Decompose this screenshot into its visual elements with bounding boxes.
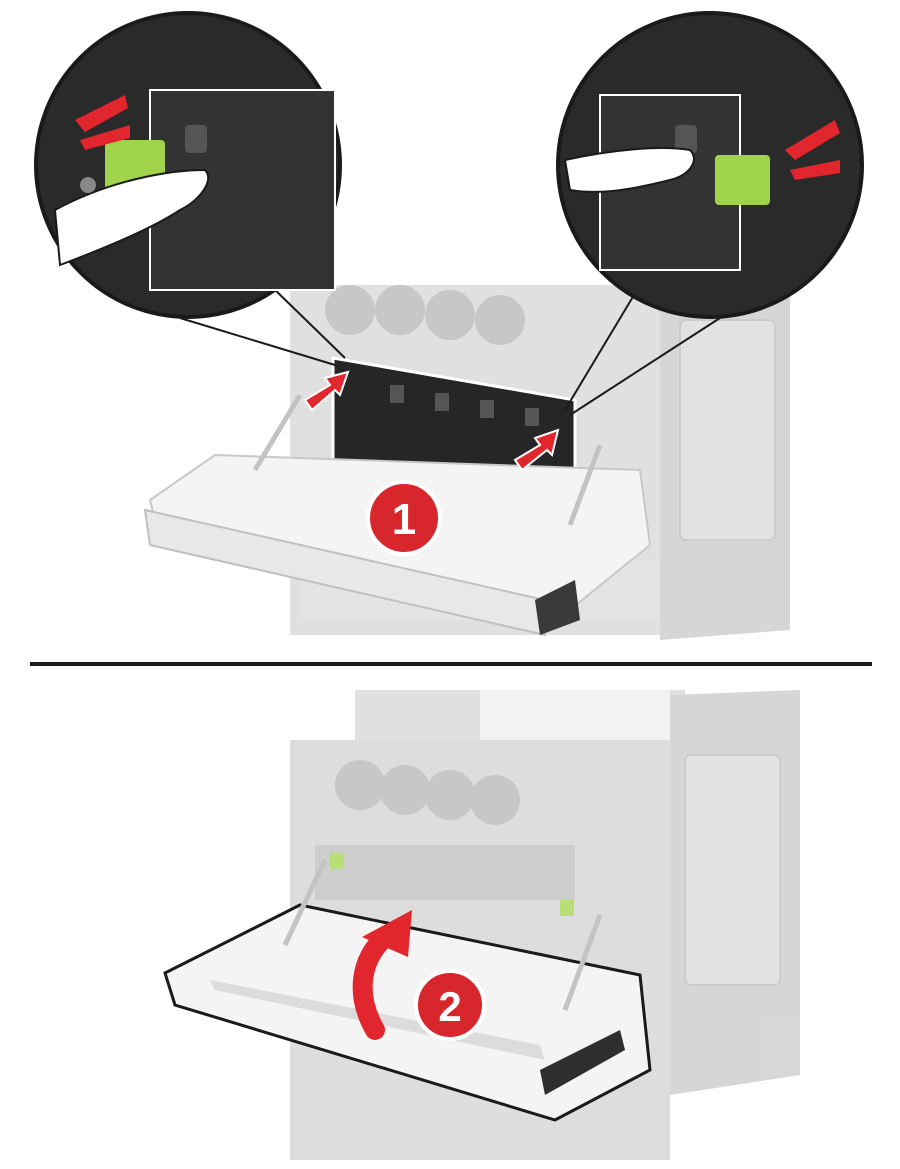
step-2-badge: 2 <box>414 969 486 1041</box>
step-2-illustration: 2 <box>0 675 900 1169</box>
zoom-callout-left <box>34 11 342 319</box>
curved-arrow-icon <box>352 910 412 1040</box>
step-1-number: 1 <box>392 495 416 544</box>
push-arrow-icon <box>303 370 350 412</box>
step-2-drawing: 2 <box>163 690 800 1160</box>
click-sound-icon <box>785 120 840 180</box>
hand-icon <box>185 125 207 153</box>
hand-icon <box>675 125 697 153</box>
step-1-badge: 1 <box>366 480 442 556</box>
section-divider <box>30 662 872 666</box>
step-1-drawing: 1 <box>34 11 864 640</box>
push-arrow-icon <box>513 428 560 472</box>
latch-green-right[interactable] <box>715 155 770 205</box>
click-sound-icon <box>75 95 130 150</box>
step-1-illustration: 1 <box>34 11 864 640</box>
step-2-number: 2 <box>438 983 461 1030</box>
callout-lines <box>179 284 721 416</box>
zoom-callout-right <box>556 11 864 319</box>
